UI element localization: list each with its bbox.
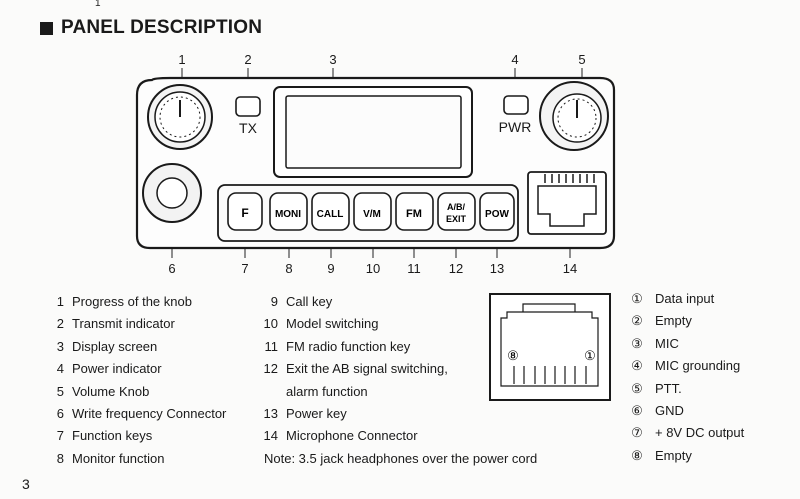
microphone-connector [527,171,607,235]
note-text: Note: 3.5 jack headphones over the power… [264,451,538,466]
callout-10: 10 [366,261,380,276]
callout-4: 4 [511,52,518,67]
callout-2: 2 [244,52,251,67]
tx-indicator [235,96,261,117]
callout-6: 6 [168,261,175,276]
callout-12: 12 [449,261,463,276]
page-title: PANEL DESCRIPTION [61,17,263,38]
callout-8: 8 [285,261,292,276]
key-ab-exit: A/B/EXIT [446,202,467,224]
key-fm: FM [406,208,422,220]
page-number: 3 [22,476,30,492]
key-call: CALL [317,209,344,220]
callout-1: 1 [178,52,185,67]
volume-knob [539,81,609,151]
channel-knob [147,84,213,150]
key-f: F [241,206,248,220]
write-frequency-connector [142,163,202,223]
pwr-label: PWR [499,119,532,135]
callout-9: 9 [327,261,334,276]
function-keys [227,192,515,231]
callout-3: 3 [329,52,336,67]
pwr-indicator [503,95,529,115]
callout-14: 14 [563,261,577,276]
connector-pinout-diagram: ⑧ ① [489,293,611,401]
page-top-mark: 1 [95,0,101,9]
key-moni: MONI [275,209,301,220]
callout-11: 11 [407,261,421,276]
heading-bullet [40,22,53,35]
callout-13: 13 [490,261,504,276]
display-screen [285,95,462,169]
list-item: ⑦+ 8V DC output [631,425,745,441]
callout-5: 5 [578,52,585,67]
key-pow: POW [485,209,509,220]
callout-7: 7 [241,261,248,276]
tx-label: TX [239,120,258,136]
pin-8-marker: ⑧ [507,348,519,363]
list-item: alarm function [286,383,368,399]
pin-1-marker: ① [584,348,596,363]
key-vm: V/M [363,209,381,220]
